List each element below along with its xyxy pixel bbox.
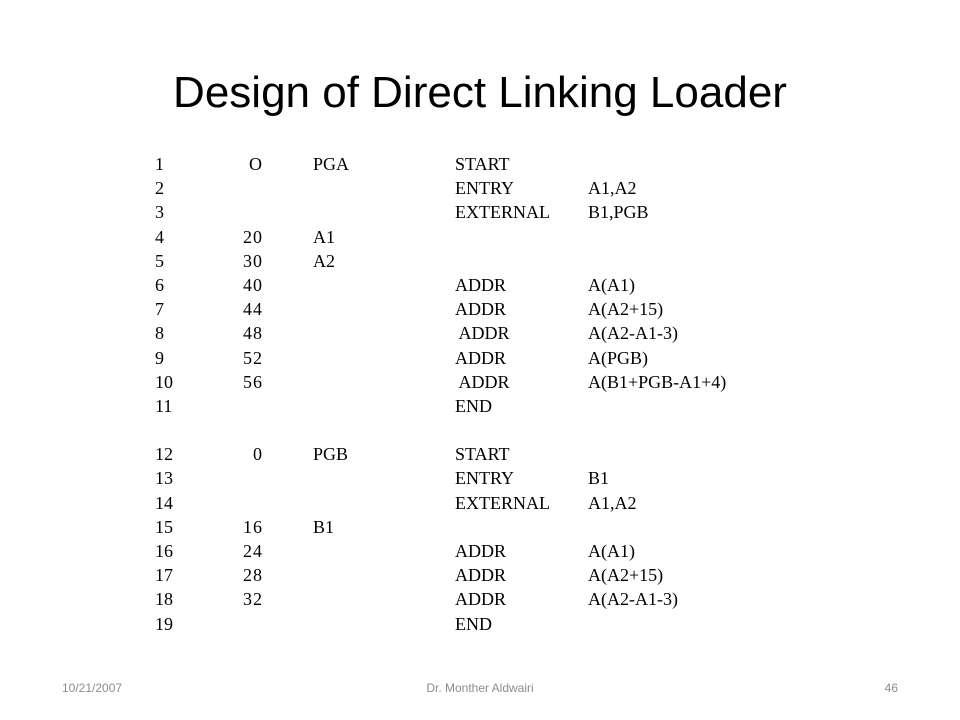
line-number: 3 <box>155 202 164 223</box>
slide-title: Design of Direct Linking Loader <box>173 68 787 117</box>
line-number: 8 <box>155 323 164 344</box>
location-counter: 16 <box>243 516 263 537</box>
label-field: B1 <box>313 516 335 537</box>
opcode-field: END <box>455 613 492 634</box>
operand-field: B1,PGB <box>588 202 649 223</box>
opcode-field: ENTRY <box>455 468 515 489</box>
location-counter: 0 <box>247 444 263 465</box>
location-counter: O <box>243 154 263 174</box>
opcode-field: ADDR <box>455 371 510 392</box>
operand-field: A(A1) <box>588 274 635 295</box>
opcode-field: EXTERNAL <box>455 492 550 513</box>
operand-field: A(A2+15) <box>588 565 664 586</box>
operand-field: A1,A2 <box>588 178 637 199</box>
line-number: 12 <box>155 444 173 465</box>
line-number: 10 <box>155 371 173 392</box>
line-number: 4 <box>155 226 164 247</box>
footer-author: Dr. Monther Aldwairi <box>426 681 534 695</box>
label-field: A1 <box>313 226 335 247</box>
location-counter: 28 <box>243 565 263 586</box>
line-number: 11 <box>155 395 173 416</box>
location-counter: 30 <box>243 250 263 271</box>
location-counter: 32 <box>243 589 263 610</box>
line-number: 15 <box>155 516 173 537</box>
line-number: 16 <box>155 541 173 561</box>
operand-field: A(PGB) <box>588 347 649 368</box>
opcode-field: START <box>455 444 510 465</box>
line-number: 7 <box>155 299 164 320</box>
operand-field: A(A2-A1-3) <box>588 589 678 610</box>
line-number: 17 <box>155 565 173 586</box>
footer-page-number: 46 <box>884 681 898 695</box>
location-counter: 24 <box>243 541 263 561</box>
location-counter: 44 <box>243 299 263 320</box>
line-number: 19 <box>155 613 173 634</box>
line-number: 9 <box>155 347 164 368</box>
operand-field: A(A1) <box>588 541 635 561</box>
location-counter: 56 <box>243 371 263 392</box>
line-number: 2 <box>155 178 164 199</box>
opcode-field: END <box>455 395 492 416</box>
location-counter: 48 <box>243 323 263 344</box>
opcode-field: ADDR <box>455 589 507 610</box>
line-number: 18 <box>155 589 173 610</box>
opcode-field: ADDR <box>455 347 507 368</box>
line-number: 5 <box>155 250 164 271</box>
label-field: A2 <box>313 250 335 271</box>
operand-field: A(A2-A1-3) <box>588 323 678 344</box>
line-number: 1 <box>155 154 164 174</box>
opcode-field: ADDR <box>455 274 507 295</box>
opcode-field: ADDR <box>455 565 507 586</box>
opcode-field: ADDR <box>455 323 510 344</box>
opcode-field: START <box>455 154 510 174</box>
footer-date: 10/21/2007 <box>62 681 123 695</box>
opcode-field: ENTRY <box>455 178 515 199</box>
operand-field: B1 <box>588 468 610 489</box>
label-field: PGA <box>313 154 350 174</box>
opcode-field: ADDR <box>455 541 507 561</box>
label-field: PGB <box>313 444 349 465</box>
location-counter: 40 <box>243 274 263 295</box>
line-number: 6 <box>155 274 164 295</box>
operand-field: A1,A2 <box>588 492 637 513</box>
operand-field: A(A2+15) <box>588 299 664 320</box>
operand-field: A(B1+PGB-A1+4) <box>588 371 727 392</box>
location-counter: 20 <box>243 226 263 247</box>
line-number: 14 <box>155 492 173 513</box>
location-counter: 52 <box>243 347 263 368</box>
opcode-field: EXTERNAL <box>455 202 550 223</box>
opcode-field: ADDR <box>455 299 507 320</box>
line-number: 13 <box>155 468 173 489</box>
